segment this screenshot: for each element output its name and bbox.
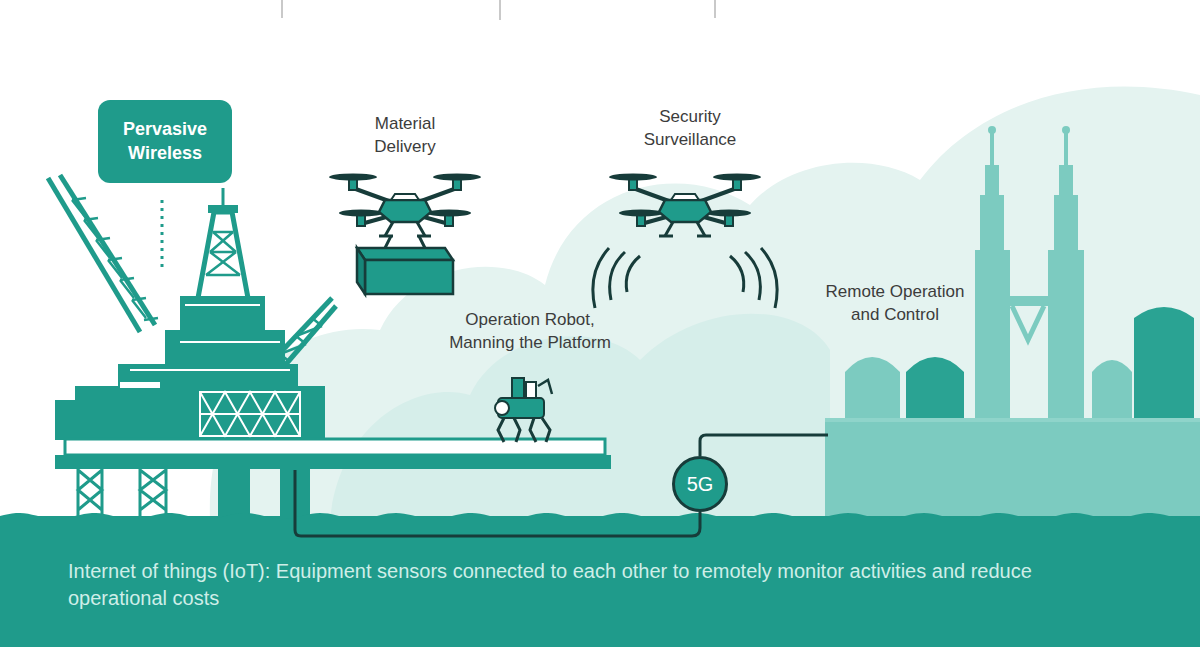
top-ticks-part — [281, 0, 283, 18]
city-skyline-part — [1012, 306, 1044, 340]
platform-blocks-part — [120, 382, 160, 388]
platform-blocks-part — [75, 386, 325, 440]
city-skyline-part — [845, 357, 900, 420]
crane — [48, 175, 336, 378]
platform-lattice-part — [200, 392, 300, 436]
city-skyline-part — [1048, 128, 1084, 420]
node-text: Internet of things (IoT): Equipment sens… — [68, 558, 1078, 611]
deck-rail — [65, 439, 605, 455]
platform-blocks-part — [55, 400, 77, 440]
callout-label: Remote Operation and Control — [813, 281, 978, 327]
platform-legs-part — [140, 468, 166, 520]
city-skyline-part — [825, 418, 1200, 422]
signal-waves-part — [730, 256, 744, 292]
platform-legs-part — [78, 468, 102, 520]
crane-part — [60, 175, 155, 325]
surveillance-drone — [593, 174, 777, 309]
city-skyline-part — [1008, 296, 1050, 306]
callout-label: Operation Robot, Manning the Platform — [435, 309, 625, 355]
top-ticks-part — [499, 0, 501, 20]
signal-waves — [593, 248, 777, 308]
deck — [55, 455, 611, 469]
derrick-part — [208, 205, 238, 213]
delivery-drone-part — [329, 174, 481, 237]
robot-part — [495, 401, 509, 415]
city-skyline-part — [1134, 307, 1194, 420]
platform-lattice-part — [200, 392, 300, 436]
derrick-part — [206, 232, 240, 275]
network-wire-part — [700, 435, 828, 456]
sea-band: Internet of things (IoT): Equipment sens… — [0, 516, 1200, 647]
crane-part — [280, 318, 322, 362]
city-skyline-part — [1092, 360, 1132, 420]
signal-waves-part — [593, 248, 609, 308]
robot-part — [512, 378, 524, 398]
platform-blocks-part — [118, 364, 298, 388]
delivery-drone-part — [419, 236, 425, 248]
signal-waves-part — [745, 252, 760, 300]
crane-part — [72, 198, 158, 320]
node-text: Pervasive Wireless — [110, 118, 220, 165]
city-skyline-part — [975, 128, 1010, 420]
wireless-dotted-line — [161, 200, 164, 268]
platform-legs — [78, 468, 310, 520]
platform-legs-part — [218, 468, 250, 520]
platform-blocks-part — [180, 296, 265, 332]
derrick — [198, 188, 248, 298]
network-wire — [295, 435, 828, 536]
platform-lattice-part — [130, 305, 290, 370]
city-skyline-part — [1062, 126, 1070, 134]
crane-part — [48, 178, 140, 332]
delivery-drone-part — [365, 260, 453, 294]
surveillance-drone-part — [609, 174, 761, 237]
sea — [0, 513, 1200, 647]
top-ticks-part — [714, 0, 716, 18]
delivery-drone-part — [357, 248, 365, 294]
signal-waves-part — [626, 256, 640, 292]
derrick-part — [198, 212, 248, 298]
city-skyline-part — [825, 418, 1200, 520]
derrick-part — [222, 188, 225, 205]
network-circle: 5G — [672, 456, 728, 512]
sea-part — [0, 513, 1200, 530]
node-text: 5G — [687, 474, 714, 494]
robot-part — [526, 382, 536, 398]
city-skyline-part — [988, 126, 996, 134]
callout-label: Security Surveillance — [628, 106, 753, 152]
robot — [495, 378, 552, 442]
callout-label: Material Delivery — [348, 113, 463, 159]
network-wire-part — [295, 470, 700, 536]
city-skyline-part — [906, 357, 964, 420]
platform-blocks — [55, 296, 325, 440]
top-ticks — [282, 0, 715, 20]
wireless-box: Pervasive Wireless — [98, 100, 232, 183]
delivery-drone-part — [385, 236, 391, 248]
platform-blocks-part — [165, 330, 285, 366]
signal-waves-part — [610, 252, 625, 300]
robot-part — [498, 418, 550, 442]
platform-lattice — [130, 305, 300, 436]
signal-waves-part — [761, 248, 777, 308]
delivery-drone-part — [357, 248, 453, 260]
robot-part — [538, 380, 552, 394]
delivery-drone — [329, 174, 481, 295]
